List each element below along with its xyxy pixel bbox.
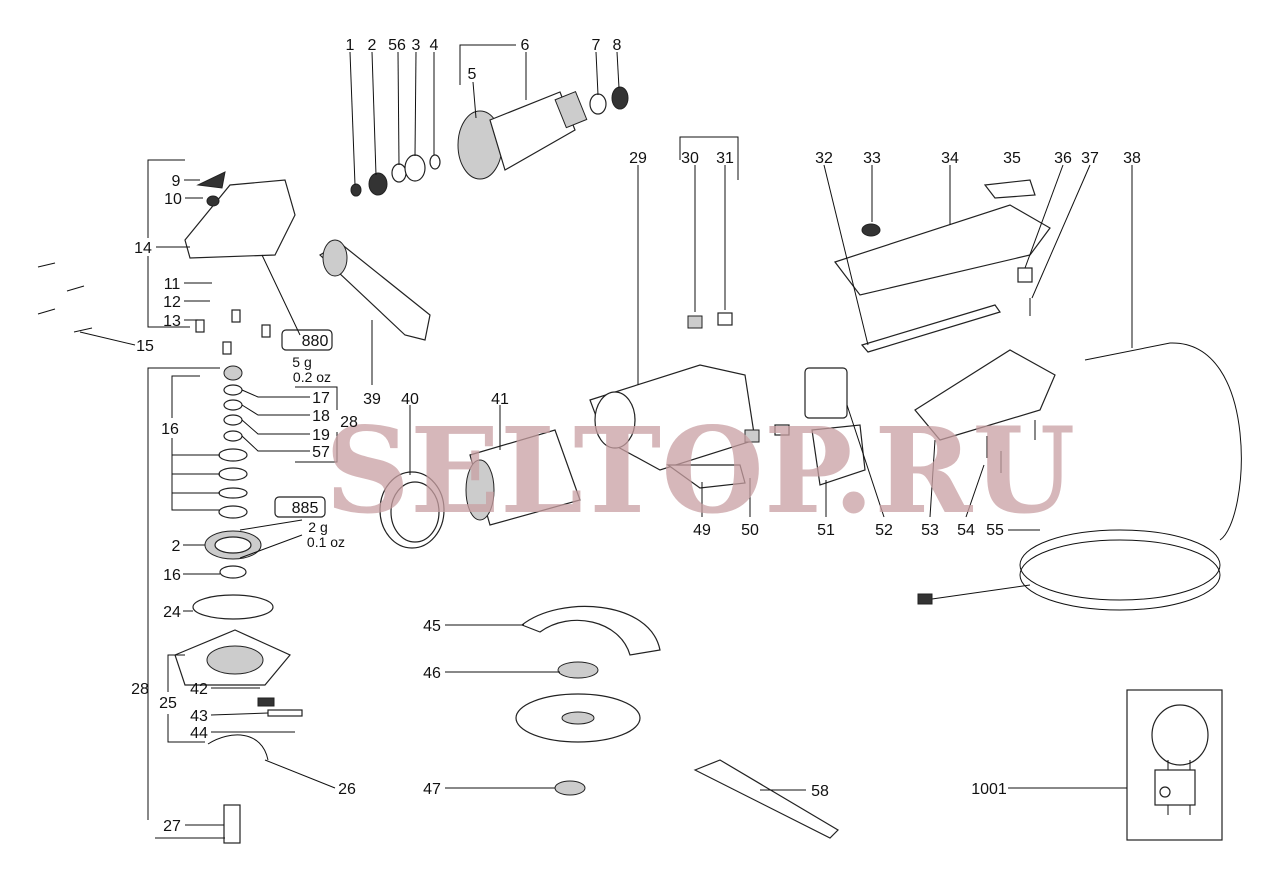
top-cover-and-switch xyxy=(834,179,1051,353)
callout-39: 39 xyxy=(363,391,381,408)
motor-housing xyxy=(589,364,756,489)
svg-text:0.2 oz: 0.2 oz xyxy=(293,369,331,385)
guard-flange-disc xyxy=(515,605,661,796)
callout-33: 33 xyxy=(863,150,881,167)
callout-9: 9 xyxy=(172,173,181,190)
brush-holders xyxy=(687,312,790,443)
washer-stack xyxy=(174,365,303,844)
callout-44: 44 xyxy=(190,725,208,742)
callout-13: 13 xyxy=(163,313,181,330)
gear-head-housing xyxy=(184,171,296,259)
callout-3: 3 xyxy=(412,37,421,54)
callout-labels: 1 2 56 3 4 6 5 7 8 29 30 31 32 33 34 35 … xyxy=(131,37,1141,835)
callout-36: 36 xyxy=(1054,150,1072,167)
callout-11: 11 xyxy=(164,276,181,293)
callout-55: 55 xyxy=(986,522,1004,539)
callout-54: 54 xyxy=(957,522,975,539)
spanner-wrench xyxy=(693,759,839,839)
callout-2-ring-gear: 2 xyxy=(172,538,181,555)
callout-10: 10 xyxy=(164,191,182,208)
callout-28: 28 xyxy=(340,414,358,431)
callout-30: 30 xyxy=(681,150,699,167)
callout-50: 50 xyxy=(741,522,759,539)
svg-text:5 g: 5 g xyxy=(292,354,311,370)
callout-56: 56 xyxy=(388,37,406,54)
callout-34: 34 xyxy=(941,150,959,167)
callout-40: 40 xyxy=(401,391,419,408)
callout-51: 51 xyxy=(817,522,835,539)
callout-18: 18 xyxy=(312,408,330,425)
callout-58: 58 xyxy=(811,783,829,800)
callout-57: 57 xyxy=(312,444,330,461)
callout-6: 6 xyxy=(521,37,530,54)
callout-46: 46 xyxy=(423,665,441,682)
rear-housing xyxy=(914,349,1056,473)
callout-14: 14 xyxy=(134,240,152,257)
callout-1: 1 xyxy=(346,37,355,54)
grease-tube-880: 880 5 g 0.2 oz xyxy=(281,329,333,385)
callout-4: 4 xyxy=(430,37,439,54)
callout-26: 26 xyxy=(338,781,356,798)
callout-15: 15 xyxy=(136,338,154,355)
callout-45: 45 xyxy=(423,618,441,635)
svg-text:0.1 oz: 0.1 oz xyxy=(307,534,345,550)
callout-16-b: 16 xyxy=(163,567,181,584)
grease-tube-885: 885 2 g 0.1 oz xyxy=(274,496,345,550)
callout-32: 32 xyxy=(815,150,833,167)
callout-31: 31 xyxy=(716,150,734,167)
callout-47: 47 xyxy=(423,781,441,798)
callout-52: 52 xyxy=(875,522,893,539)
callout-8: 8 xyxy=(613,37,622,54)
power-cord xyxy=(917,342,1242,611)
callout-25: 25 xyxy=(159,695,177,712)
callout-2: 2 xyxy=(368,37,377,54)
callout-7: 7 xyxy=(592,37,601,54)
callout-24: 24 xyxy=(163,604,181,621)
callout-28-b: 28 xyxy=(131,681,149,698)
callout-42: 42 xyxy=(190,681,208,698)
callout-37: 37 xyxy=(1081,150,1099,167)
callout-43: 43 xyxy=(190,708,208,725)
svg-text:885: 885 xyxy=(292,500,319,517)
callout-35: 35 xyxy=(1003,150,1021,167)
callout-27: 27 xyxy=(163,818,181,835)
callout-29: 29 xyxy=(629,150,647,167)
svg-text:880: 880 xyxy=(302,333,329,350)
callout-38: 38 xyxy=(1123,150,1141,167)
side-handle xyxy=(319,239,431,341)
stator-and-guard-ring xyxy=(379,429,581,549)
callout-53: 53 xyxy=(921,522,939,539)
callout-49: 49 xyxy=(693,522,711,539)
callout-19: 19 xyxy=(312,427,330,444)
armature-assembly xyxy=(350,86,629,197)
screws xyxy=(37,262,271,355)
callout-5: 5 xyxy=(468,66,477,83)
callout-12: 12 xyxy=(163,294,181,311)
callout-1001: 1001 xyxy=(971,781,1007,798)
callout-16: 16 xyxy=(161,421,179,438)
watermark: SELTOP.RU xyxy=(325,401,1075,540)
callout-17: 17 xyxy=(312,390,330,407)
callout-41: 41 xyxy=(491,391,509,408)
wiring-diagram-box xyxy=(1126,689,1223,841)
switch-and-electronics xyxy=(804,367,866,486)
svg-text:2 g: 2 g xyxy=(308,519,327,535)
leader-lines xyxy=(79,44,1133,839)
